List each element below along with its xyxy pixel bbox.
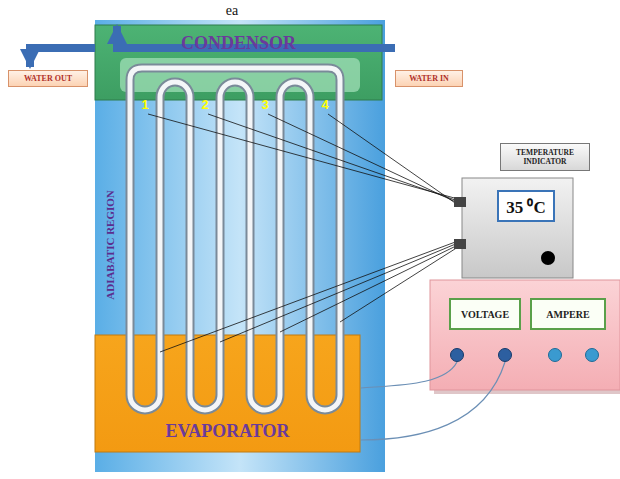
meter-box: VOLTAGE — [449, 298, 521, 330]
terminal-knob — [549, 349, 562, 362]
node-text: TEMPERATURE INDICATOR — [505, 148, 585, 167]
indicator-body — [462, 178, 573, 278]
terminal-knob — [586, 349, 599, 362]
terminal-knob — [451, 349, 464, 362]
evaporator-box: EVAPORATOR — [95, 335, 360, 452]
meter-box: AMPERE — [530, 298, 606, 330]
thermocouple-wires — [148, 114, 458, 352]
node-text: EVAPORATOR — [165, 421, 289, 442]
callout-number: 4 — [321, 97, 328, 112]
power-supply-panel — [430, 280, 620, 390]
callout-number: 2 — [201, 97, 208, 112]
node-text: 35 ⁰C — [506, 195, 546, 218]
tube-bore — [130, 68, 340, 410]
header-text: ea — [226, 3, 238, 19]
sensor-plug — [454, 239, 466, 249]
tube-outline — [130, 68, 340, 410]
evaporator-body — [95, 335, 360, 452]
temperature-display: 35 ⁰C — [497, 190, 555, 222]
power-wires — [361, 362, 505, 440]
condenser-box: CONDENSOR — [95, 25, 382, 100]
callout-number: 1 — [141, 97, 148, 112]
flow-tag: WATER OUT — [8, 70, 88, 87]
u-tube-loop — [130, 68, 340, 410]
background-panel — [95, 20, 385, 472]
node-text: WATER IN — [409, 74, 449, 83]
node-text: WATER OUT — [24, 74, 72, 83]
flow-tag: WATER IN — [395, 70, 463, 87]
device-title: TEMPERATURE INDICATOR — [500, 143, 590, 171]
region-label: ADIABATIC REGION — [104, 190, 116, 300]
terminal-knob — [499, 349, 512, 362]
node-text: CONDENSOR — [181, 33, 296, 54]
node-text: VOLTAGE — [461, 309, 509, 320]
node-text: AMPERE — [546, 309, 589, 320]
sensor-plug — [454, 197, 466, 207]
callout-number: 3 — [261, 97, 268, 112]
flow-arrow — [30, 48, 95, 67]
indicator-dot — [541, 251, 555, 265]
